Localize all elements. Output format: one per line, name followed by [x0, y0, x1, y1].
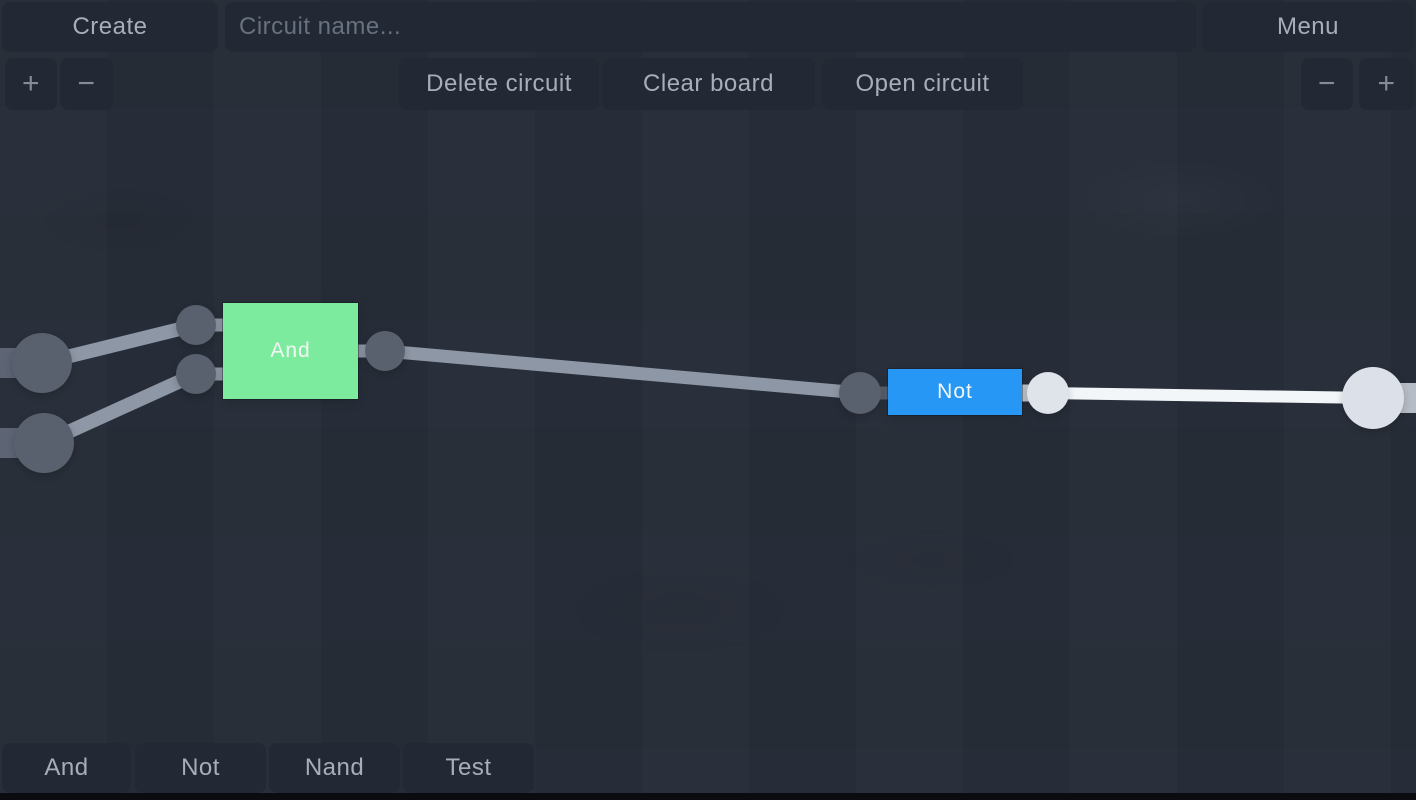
- wire-and-to-not[interactable]: [384, 344, 861, 400]
- not-input-port[interactable]: [839, 372, 881, 414]
- input-pin-a[interactable]: [12, 333, 72, 393]
- gate-and[interactable]: And: [223, 303, 358, 399]
- palette-item-and[interactable]: And: [2, 743, 131, 793]
- zoom-in-button-left[interactable]: +: [5, 58, 57, 110]
- and-input-port-1[interactable]: [176, 305, 216, 345]
- gate-not-label: Not: [937, 380, 973, 403]
- bottom-edge-bar: [0, 793, 1416, 800]
- palette-item-not[interactable]: Not: [135, 743, 266, 793]
- open-circuit-button[interactable]: Open circuit: [822, 58, 1023, 110]
- menu-button[interactable]: Menu: [1202, 2, 1414, 52]
- board-output-pin[interactable]: [1342, 367, 1404, 429]
- circuit-name-input[interactable]: [225, 2, 1196, 52]
- not-output-port[interactable]: [1027, 372, 1069, 414]
- clear-board-button[interactable]: Clear board: [602, 58, 815, 110]
- zoom-out-button-left[interactable]: −: [60, 58, 113, 110]
- gate-not[interactable]: Not: [888, 369, 1022, 415]
- and-output-port[interactable]: [365, 331, 405, 371]
- zoom-out-button-right[interactable]: −: [1301, 58, 1353, 110]
- palette-item-test[interactable]: Test: [403, 743, 534, 793]
- input-pin-b[interactable]: [14, 413, 74, 473]
- gate-and-label: And: [270, 339, 311, 362]
- create-button[interactable]: Create: [2, 2, 218, 52]
- delete-circuit-button[interactable]: Delete circuit: [399, 58, 599, 110]
- wire-not-to-output[interactable]: [1043, 387, 1374, 404]
- zoom-in-button-right[interactable]: +: [1359, 58, 1414, 110]
- and-input-port-2[interactable]: [176, 354, 216, 394]
- palette-item-nand[interactable]: Nand: [269, 743, 400, 793]
